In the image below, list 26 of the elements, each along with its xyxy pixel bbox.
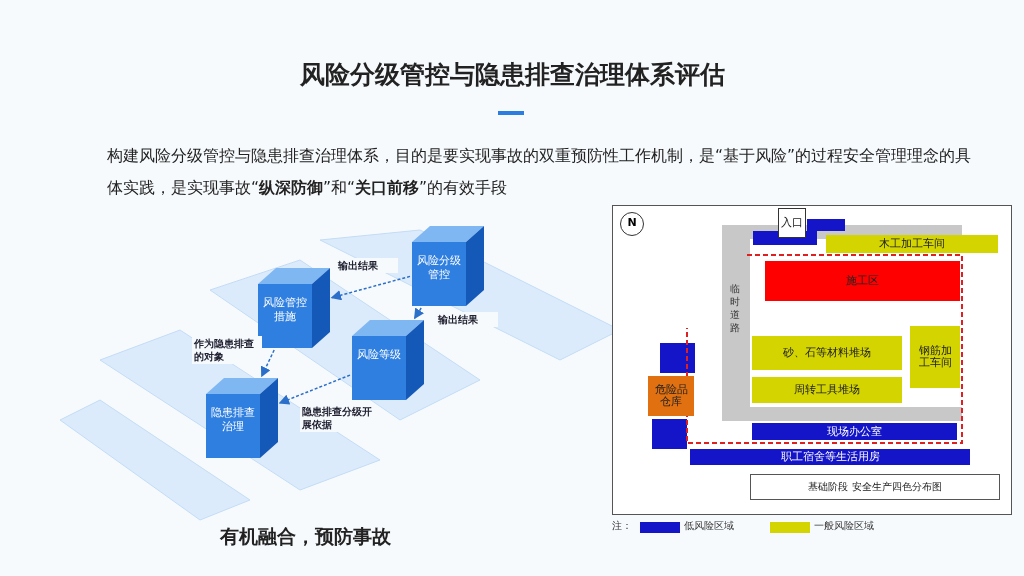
legend-text: 一般风险区域 xyxy=(814,519,874,533)
dashed-arrow xyxy=(414,307,425,320)
area-block: 砂、石等材料堆场 xyxy=(752,336,902,370)
area-block: 危险品仓库 xyxy=(648,376,694,416)
north-label: N xyxy=(627,216,637,229)
area-block: 钢筋加工车间 xyxy=(910,326,960,388)
dashed-arrow xyxy=(260,349,275,378)
edge-label: 输出结果 xyxy=(336,258,398,273)
edge-label: 输出结果 xyxy=(436,312,498,327)
road-label: 临时道路 xyxy=(730,282,741,334)
area-block: 施工区 xyxy=(765,261,960,301)
edge-label: 作为隐患排查的对象 xyxy=(192,336,262,364)
dashed-arrow xyxy=(330,275,411,301)
area-block: 职工宿舍等生活用房 xyxy=(690,449,970,465)
plan-caption-box: 基础阶段 安全生产四色分布图 xyxy=(750,474,1000,500)
slide-title: 风险分级管控与隐患排查治理体系评估 xyxy=(298,59,726,91)
area-block: 现场办公室 xyxy=(752,423,957,440)
area-block: 周转工具堆场 xyxy=(752,377,902,403)
edge-label: 隐患排查分级开展依据 xyxy=(300,404,374,432)
area-block: 木工加工车间 xyxy=(826,235,998,253)
dashed-arrow xyxy=(278,374,351,405)
entrance-marker: 入口 xyxy=(778,208,806,238)
intro-paragraph: 构建风险分级管控与隐患排查治理体系，目的是要实现事故的双重预防性工作机制，是“基于风险”的过程安全管理理念的具体实践，是实现事故“纵深防御”和“关口前移”的有效手段 xyxy=(107,146,973,199)
note-label: 注： xyxy=(612,519,633,533)
legend-text: 低风险区域 xyxy=(684,519,734,533)
slogan-text: 有机融合，预防事故 xyxy=(220,524,392,549)
